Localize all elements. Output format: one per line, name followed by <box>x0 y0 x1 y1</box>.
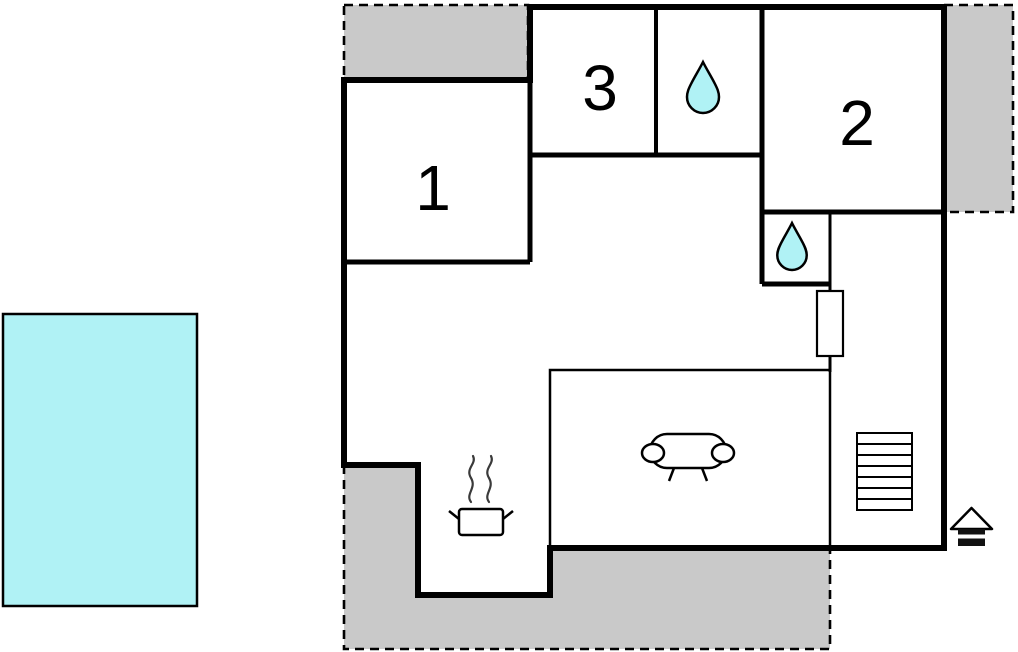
room-1-label: 1 <box>415 152 451 224</box>
door-window-icon <box>815 289 845 358</box>
terraces <box>342 3 1015 651</box>
swimming-pool <box>1 312 199 608</box>
room-3-label: 3 <box>582 52 618 124</box>
house-icon <box>949 506 994 546</box>
interior-walls <box>342 7 944 550</box>
living-room-outline <box>548 368 832 550</box>
sofa-icon <box>640 432 736 482</box>
room-2-label: 2 <box>839 87 875 159</box>
stove-steam-icon <box>448 454 514 537</box>
terrace-top-right <box>942 3 1015 214</box>
stairs-icon <box>856 432 913 511</box>
terrace-top-left <box>342 3 530 83</box>
